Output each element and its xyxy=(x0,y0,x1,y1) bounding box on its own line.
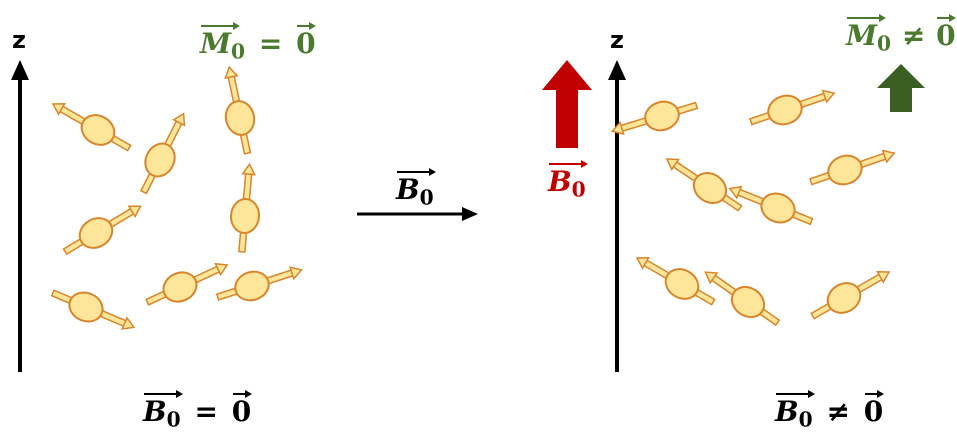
left-spin xyxy=(50,289,136,330)
right-spin xyxy=(728,185,814,226)
left-magnetization-label: M0 = 0 xyxy=(200,22,317,62)
right-axis-label: z xyxy=(610,26,624,54)
magnetization-block-arrow xyxy=(877,64,925,112)
left-z-axis-arrowhead xyxy=(11,60,29,80)
left-spin xyxy=(139,112,186,195)
transition-arrowhead xyxy=(462,207,478,221)
right-magnetization-label: M0 ≠ 0 xyxy=(846,14,957,54)
field-label: B0 xyxy=(548,160,588,200)
transition-field-label: B0 xyxy=(396,168,436,208)
left-spin xyxy=(145,262,229,306)
left-field-condition: B0 = 0 xyxy=(143,390,252,430)
left-spin xyxy=(229,162,261,253)
left-spin xyxy=(51,103,132,152)
left-spin xyxy=(215,266,303,302)
right-spin xyxy=(704,271,781,327)
left-spin xyxy=(62,205,142,256)
right-spin-group xyxy=(610,89,896,327)
left-spin-group xyxy=(50,65,303,330)
right-spin xyxy=(610,100,699,136)
right-spin xyxy=(749,89,836,126)
right-spin xyxy=(809,149,896,186)
left-spin xyxy=(224,65,256,155)
magnetization-vector: M0 xyxy=(200,22,245,62)
right-spin xyxy=(810,271,891,320)
left-axis-label: z xyxy=(12,26,26,54)
right-spin xyxy=(635,257,716,306)
right-field-condition: B0 ≠ 0 xyxy=(775,390,884,430)
field-block-arrow xyxy=(542,60,592,148)
right-spin xyxy=(665,158,743,212)
right-z-axis-arrowhead xyxy=(608,60,626,80)
